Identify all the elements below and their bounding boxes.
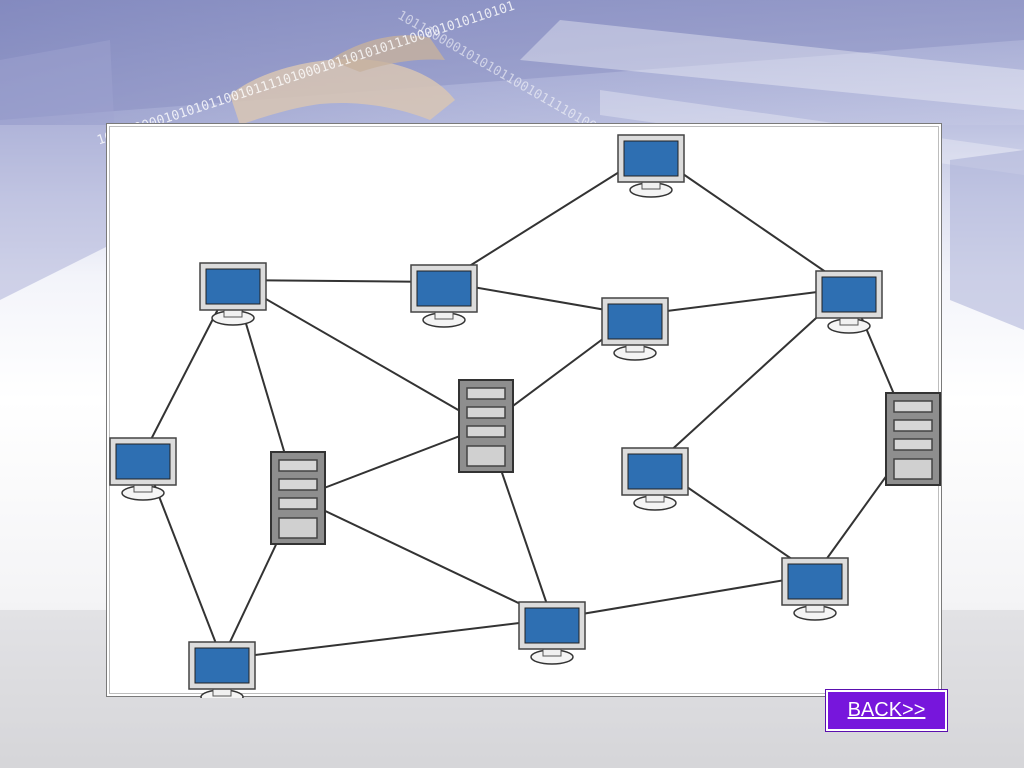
monitor-icon-pc-lower-right [781, 557, 849, 621]
network-link-server-left-to-pc-bottom-mid [297, 497, 553, 620]
monitor-icon-pc-upper-left [199, 262, 267, 326]
monitor-icon-pc-top [617, 134, 685, 198]
monitor-icon-pc-lower-right-mid [621, 447, 689, 511]
monitor-icon-pc-center-right [601, 297, 669, 361]
network-diagram [106, 123, 942, 698]
server-tower-icon-server-center [458, 379, 514, 473]
network-link-pc-upper-left-to-server-center [232, 279, 487, 427]
monitor-icon-pc-bottom-mid [518, 601, 586, 665]
network-link-pc-upper-left-to-pc-upper-mid [232, 279, 445, 283]
back-button[interactable]: BACK>> [825, 689, 948, 732]
network-link-pc-bottom-mid-to-pc-lower-right [551, 574, 816, 620]
monitor-icon-pc-left [109, 437, 177, 501]
monitor-icon-pc-upper-mid [410, 264, 478, 328]
network-nodes [109, 134, 941, 698]
server-tower-icon-server-right [885, 392, 941, 486]
server-tower-icon-server-left [270, 451, 326, 545]
network-link-server-left-to-server-center [297, 425, 487, 499]
network-link-pc-center-right-to-pc-right [634, 287, 850, 316]
network-link-pc-top-to-pc-upper-mid [443, 151, 652, 283]
network-link-pc-bottom-left-to-pc-bottom-mid [221, 618, 553, 660]
monitor-icon-pc-right [815, 270, 883, 334]
monitor-icon-pc-bottom-left [188, 641, 256, 698]
